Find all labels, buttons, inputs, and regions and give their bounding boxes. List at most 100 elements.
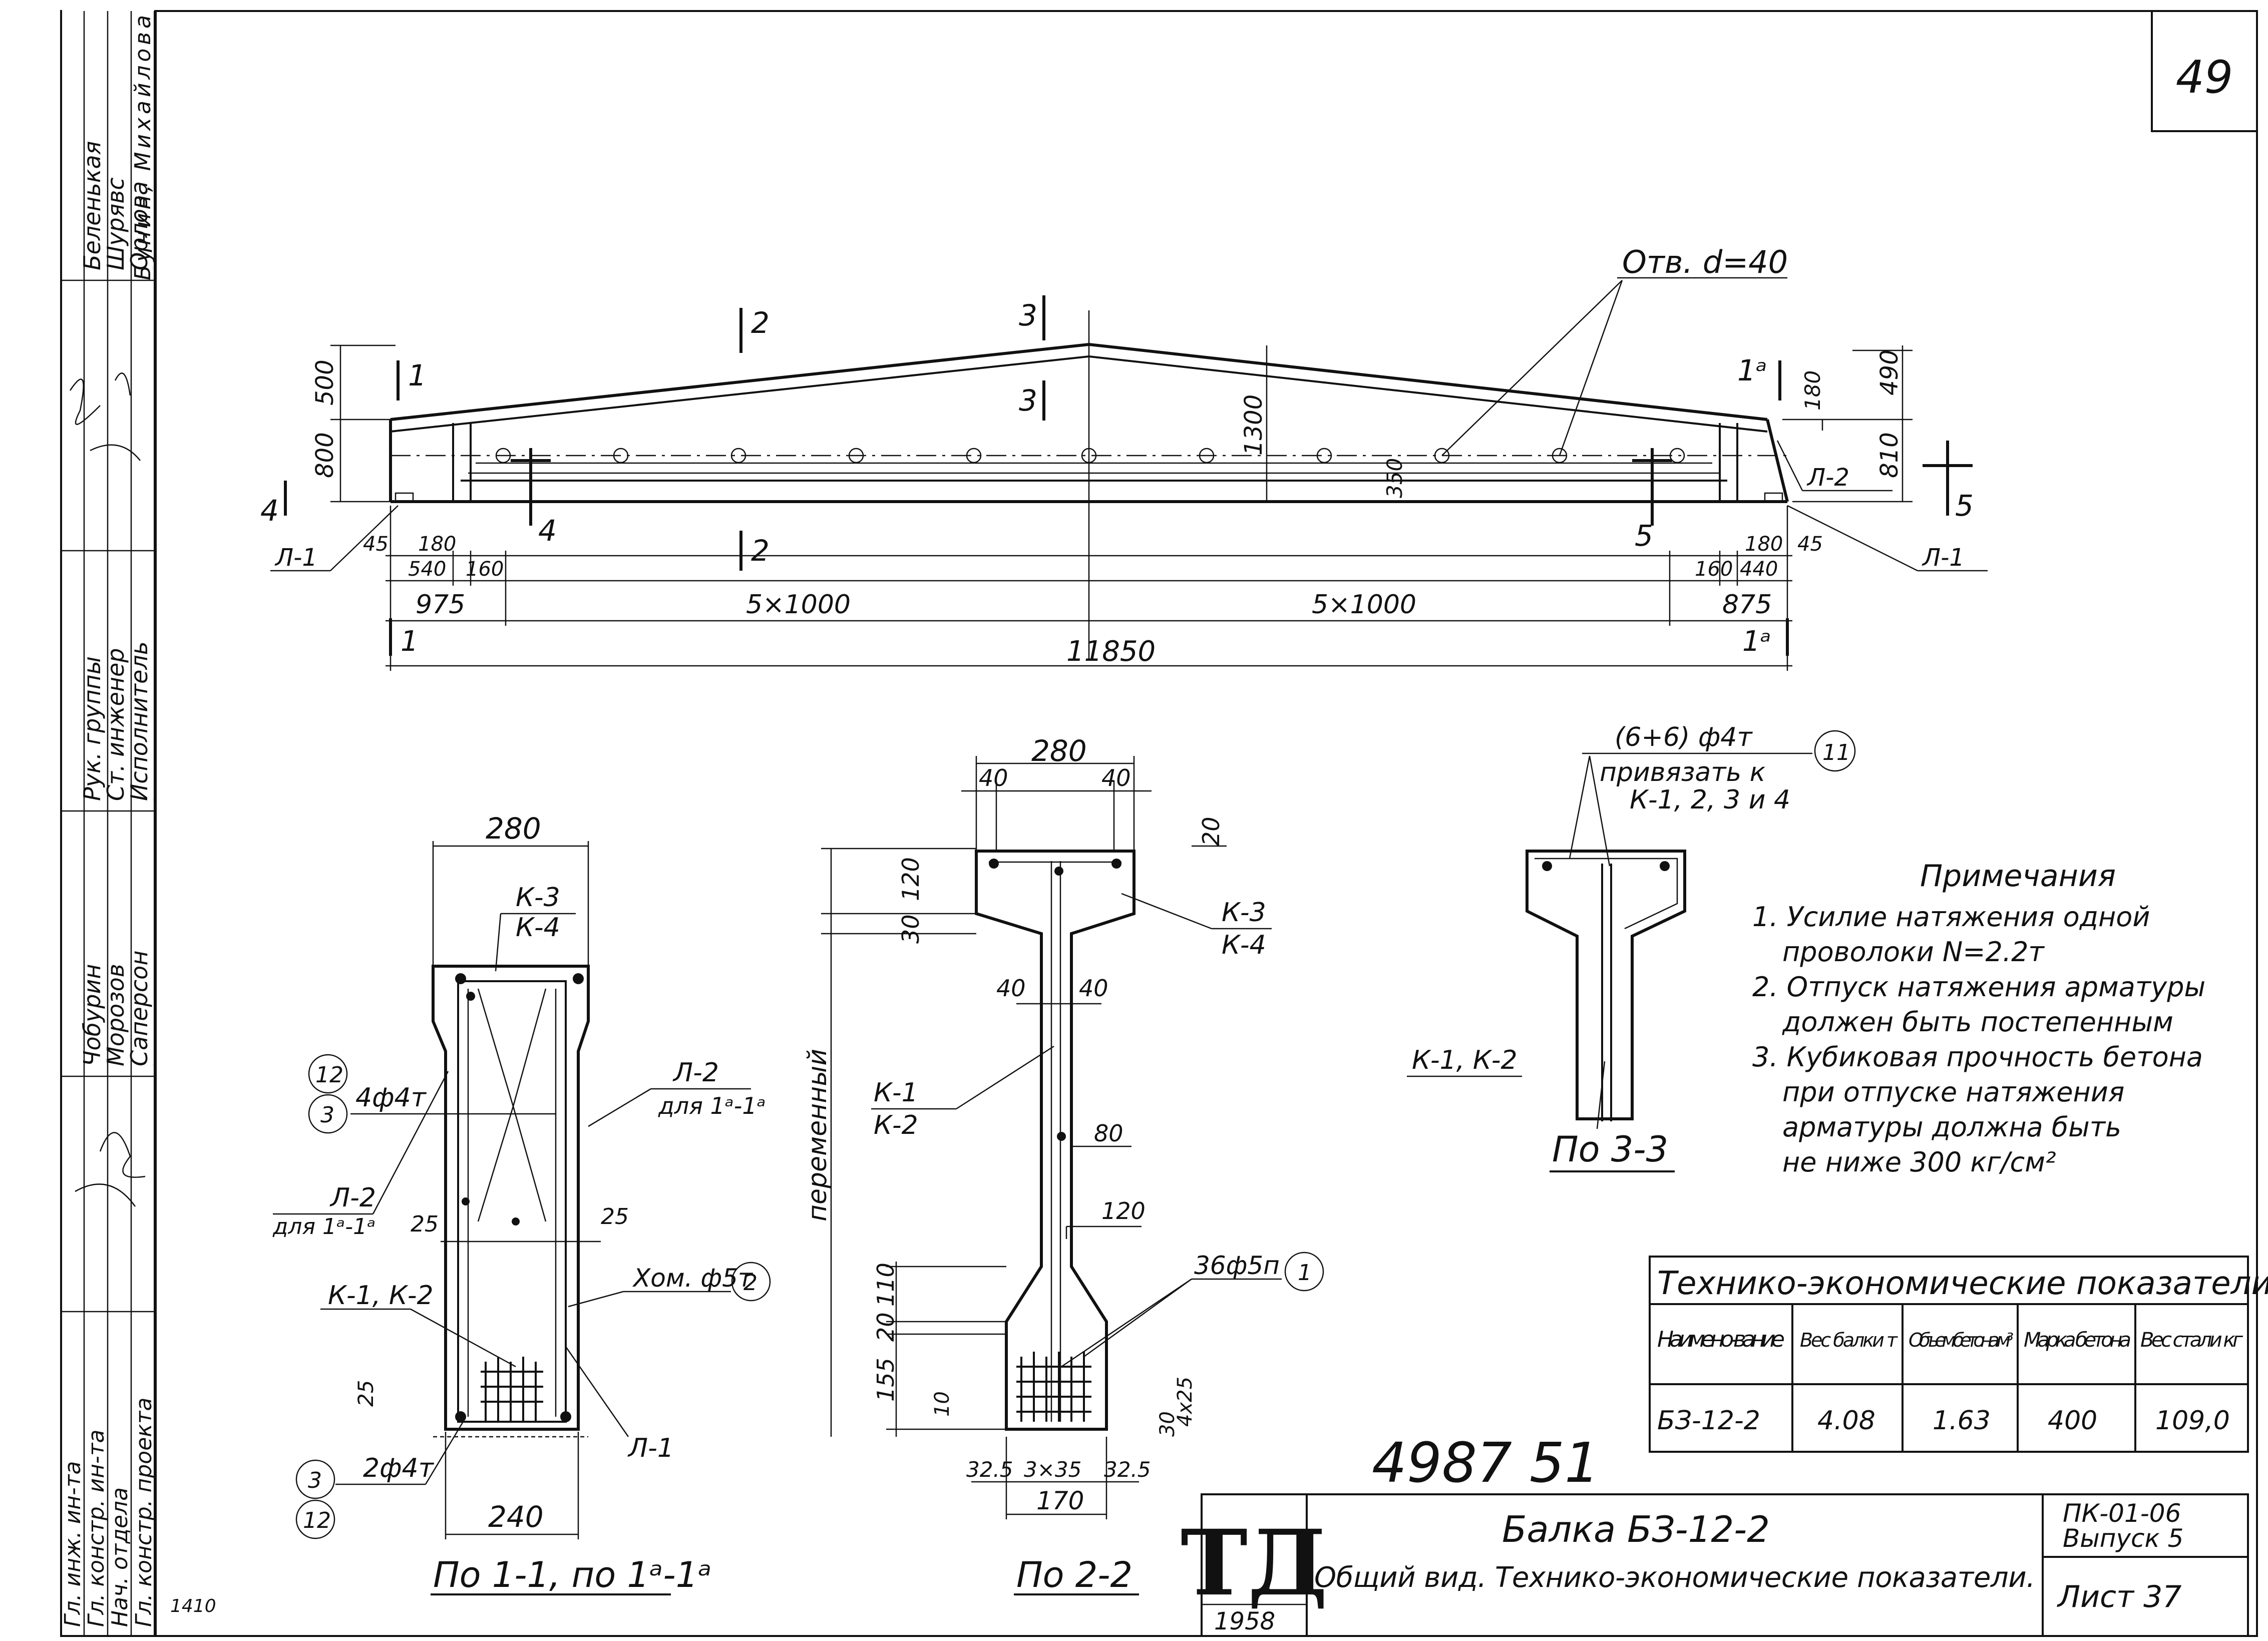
sec2-web-40-left: 40 [996,975,1026,1002]
sec3-bubble-11: 11 [1822,740,1850,765]
notes-title: Примечания [1920,859,2116,894]
page-number: 49 [2176,51,2233,104]
stamp-pos-2: Гл. констр. ин-та [84,1430,109,1627]
cut-4-left-label: 4 [260,494,279,528]
dim-small-45-left: 45 [363,533,389,556]
sec1-bubble-3-top: 3 [320,1102,334,1128]
th-steel: Вес стали кг [2140,1329,2243,1352]
section-mark-2b: 2 [751,534,770,568]
stamp-name-2: Шурявс [102,177,129,270]
stamp-pos-8: Проверил [153,798,154,801]
sec1-dim-25-right: 25 [601,1204,629,1229]
sec2-label-k1: К-1 [874,1078,918,1108]
side-stamp: Беленькая Шурявс Орлова Бунин, Михайлова… [60,11,157,1636]
holes-label: Отв. d=40 [1622,244,1788,280]
dim-small-540: 540 [408,558,446,581]
sec2-dim-155: 155 [872,1358,899,1402]
sec1-label-for1a-left: для 1ᵃ-1ᵃ [272,1214,375,1240]
sheet-frame [60,10,2258,1637]
drawing-subtitle: Общий вид. Технико-экономические показат… [1314,1561,2035,1594]
sec1-label-stirrup: Хом. ф5т [632,1264,753,1293]
td-grade: 400 [2048,1406,2097,1436]
sec2-dim-120b: 120 [1101,1197,1146,1224]
dim-small-45-right: 45 [1797,533,1823,556]
sec1-label-l2-right: Л-2 [672,1058,719,1088]
note-line-2: проволоки N=2.2т [1782,936,2045,968]
stamp-name-6: Морозов [102,964,129,1066]
sec3-label-k1k2: К-1, К-2 [1412,1045,1518,1075]
note-line-6: при отпуске натяжения [1782,1076,2124,1108]
sec2-web-40-right: 40 [1079,975,1108,1002]
callout-l1-left: Л-1 [274,544,317,572]
notes-block: Примечания 1. Усилие натяжения одной про… [1752,859,2205,1178]
sec2-dim-170: 170 [1036,1486,1084,1515]
sec1-label-2f4t: 2ф4т [363,1453,435,1483]
note-line-7: арматуры должна быть [1782,1111,2121,1143]
page-number-box: 49 [2151,10,2258,132]
dim-5x1000-left: 5×1000 [746,590,851,620]
callout-l1-right: Л-1 [1922,544,1965,572]
dim-small-160-right: 160 [1695,558,1733,581]
sec1-label-for1a-right: для 1ᵃ-1ᵃ [658,1092,766,1119]
sec2-dim-20: 20 [1198,816,1225,846]
sec1-bubble-12-bottom: 12 [303,1508,331,1533]
section-mark-2: 2 [751,306,770,340]
stamp-name-4-visible: Бунин, Михайлова [130,15,156,280]
note-line-5: 3. Кубиковая прочность бетона [1752,1041,2203,1073]
sec2-label-k2: К-2 [874,1110,918,1140]
note-line-3: 2. Отпуск натяжения арматуры [1752,971,2205,1003]
dim-800: 800 [311,432,339,478]
sec2-dim-30b: 30 [1156,1411,1179,1437]
sec1-width-top: 280 [486,811,541,846]
th-volume: Объем бетона м³ [1909,1329,2014,1351]
end-mark-1a: 1ᵃ [1742,625,1771,658]
sec1-label-l2-left: Л-2 [329,1183,376,1213]
th-grade: Марка бетона [2024,1329,2131,1352]
sec2-title: По 2-2 [1016,1554,1132,1595]
dim-small-440: 440 [1740,558,1778,581]
sec2-dim-80: 80 [1094,1120,1123,1147]
cut-5-right-label: 5 [1955,489,1974,523]
corner-mark: 1410 [170,1596,216,1616]
sec2-dim-3x35: 3×35 [1024,1457,1081,1482]
section-2-2: 280 40 40 20 120 30 переменный 40 40 К-3 [803,734,1324,1595]
note-line-8: не ниже 300 кг/см² [1782,1146,2056,1178]
section-mark-1: 1 [408,358,427,392]
sec3-note-line1: (6+6) ф4т [1615,722,1753,752]
sec1-dim-25-left: 25 [411,1211,439,1237]
sec2-dim-110: 110 [872,1263,899,1307]
section-mark-1a: 1ᵃ [1737,353,1767,387]
note-line-1: 1. Усилие натяжения одной [1752,901,2150,933]
strand-cluster-1 [481,1357,543,1422]
dim-small-160-left: 160 [466,558,504,581]
sec2-label-k3: К-3 [1222,898,1266,928]
stamp-name-8: Фрадкин [153,1064,154,1066]
tech-econ-table: Технико-экономические показатели Наимено… [1649,1256,2268,1453]
stamp-name-4: Бунин, Михайлова [152,265,153,270]
td-name: БЗ-12-2 [1657,1406,1760,1436]
sec2-width-top: 280 [1031,734,1087,768]
sec1-label-l1: Л-1 [627,1433,674,1463]
stamp-pos-6: Ст. инженер [102,648,129,801]
dim-1300: 1300 [1240,394,1268,456]
sec2-variable-label: переменный [803,1049,833,1221]
logo-td: ТД [1181,1510,1328,1616]
drawing-title: Балка БЗ-12-2 [1502,1508,1770,1550]
hole-row [495,448,1685,464]
archive-stamp: 4987 51 [1372,1431,1600,1495]
dim-5x1000-right: 5×1000 [1312,590,1416,620]
dim-810: 810 [1875,432,1904,478]
th-weight: Вес балки т [1800,1329,1899,1351]
title-block: ТД 1958 Балка БЗ-12-2 Общий вид. Технико… [1181,1493,2249,1637]
dim-small-180-left: 180 [418,533,456,556]
stamp-pos-4: Гл. констр. проекта [131,1398,157,1627]
sec2-bubble-1: 1 [1298,1260,1312,1286]
sec2-dim-4x25: 4x25 [1174,1377,1197,1427]
sec2-dim-40-left: 40 [979,764,1008,791]
sec1-bubble-3-bottom: 3 [308,1468,322,1493]
sec2-dim-32.5-left: 32.5 [966,1457,1013,1482]
sec3-note-line3: К-1, 2, 3 и 4 [1630,785,1790,815]
issue-label: Выпуск 5 [2063,1524,2183,1553]
series-code: ПК-01-06 [2063,1499,2181,1528]
sec1-bubble-2: 2 [743,1270,758,1296]
